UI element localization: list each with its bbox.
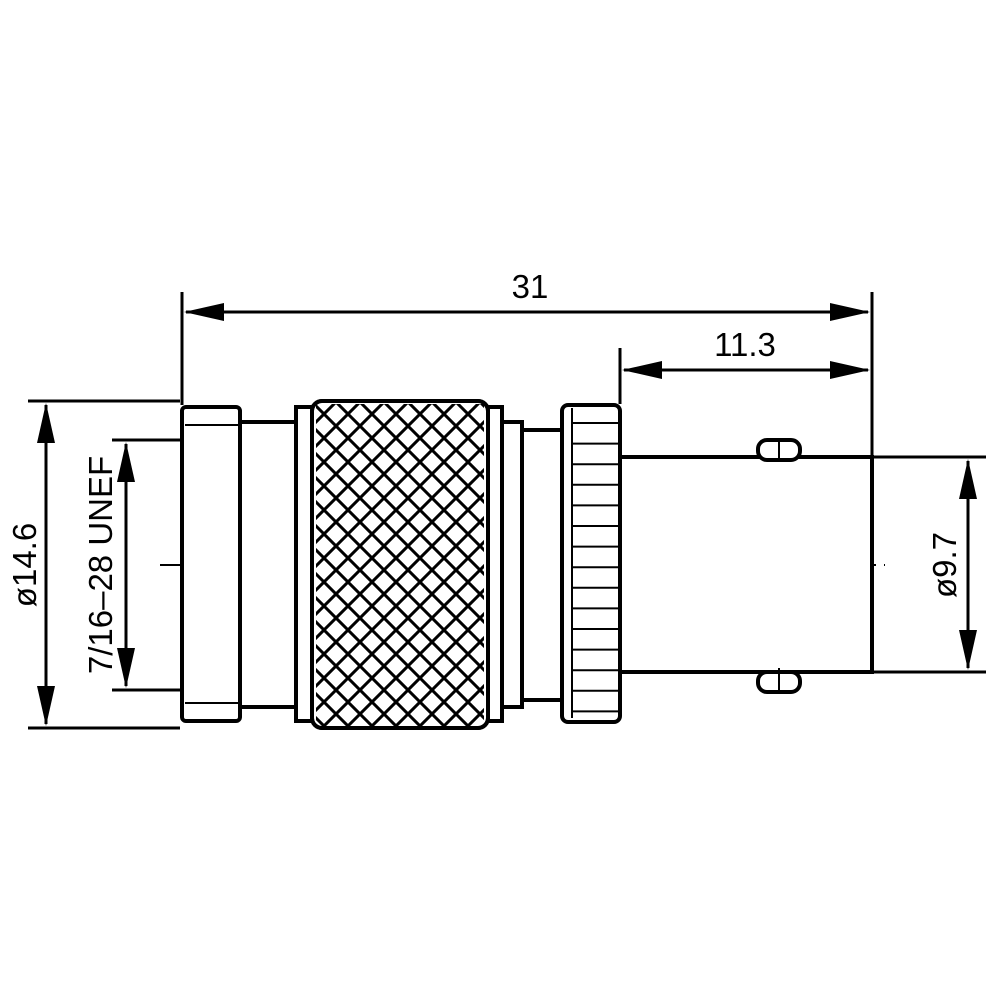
plug-flange xyxy=(180,405,242,723)
dimension-socket-length: 11.3 xyxy=(618,326,870,404)
plug-diameter-label: ø14.6 xyxy=(6,523,43,607)
dimension-plug-diameter: ø14.6 xyxy=(6,399,180,730)
thread-spec-label: 7/16–28 UNEF xyxy=(82,456,119,674)
socket-barrel xyxy=(618,438,874,694)
dimension-socket-diameter: ø9.7 xyxy=(874,455,986,674)
ribbed-ring xyxy=(560,403,622,724)
socket-diameter-label: ø9.7 xyxy=(926,532,963,598)
overall-length-label: 31 xyxy=(512,268,549,305)
socket-length-label: 11.3 xyxy=(714,326,776,363)
plug-neck xyxy=(238,405,316,723)
knurled-nut xyxy=(310,399,504,730)
dimension-thread: 7/16–28 UNEF xyxy=(82,438,180,692)
dimension-overall-length: 31 xyxy=(180,268,874,455)
transition-body xyxy=(500,420,564,709)
